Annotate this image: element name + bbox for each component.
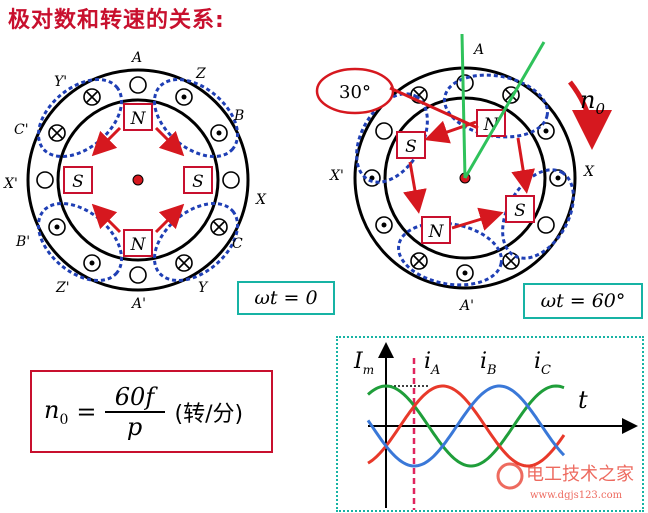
formula-denominator: p (126, 412, 143, 441)
left-motor-diagram: N N S S A Z B X C Y A' Z' B' X' C' Y' (3, 50, 267, 312)
pole-left-low-label-right: N (428, 222, 445, 242)
rotation-arrow (568, 80, 612, 150)
pole-left-label: S (72, 172, 84, 192)
cross-markers (50, 90, 226, 270)
slide-title: 极对数和转速的关系: (8, 8, 225, 33)
series-label-b: iB (480, 349, 497, 378)
wave-i-c (366, 384, 566, 468)
center-dot (132, 174, 144, 186)
label-Y: Y (198, 280, 209, 296)
pole-top-label-right: N (483, 115, 500, 135)
angle-label: 30° (339, 82, 371, 103)
pole-right-label: S (192, 172, 204, 192)
watermark: 电工技术之家 www.dgjs123.com (496, 462, 634, 501)
t-axis-label: t (578, 386, 588, 414)
right-motor-diagram: N S S N 30° n0 A X X' A' (315, 33, 612, 314)
pole-right-low-label-right: S (514, 201, 526, 221)
stator-outer-ring (26, 68, 250, 292)
label-C-prime: C' (14, 122, 29, 138)
label-B: B (233, 108, 244, 124)
formula-fraction: 60f p (104, 382, 165, 441)
formula-equals: = (76, 397, 97, 426)
formula-numerator: 60f (114, 382, 155, 411)
label-A-prime: A' (130, 296, 146, 312)
y-axis-label: Im (353, 349, 374, 377)
rotor-ring-right (383, 96, 547, 260)
label-X-prime: X' (3, 176, 18, 192)
label-Z-prime: Z' (55, 280, 70, 296)
waveform-plot: Im t iA iB iC 电工技术之家 www.dgjs123.com (353, 342, 638, 510)
watermark-logo (496, 462, 524, 490)
speed-formula-box: n0 = 60f p (转/分) (30, 370, 273, 453)
label-X-prime-right: X' (329, 168, 344, 184)
rotor-ring (56, 98, 220, 262)
right-caption-box: ωt = 60° (523, 283, 643, 319)
label-X-right: X (583, 164, 595, 180)
left-caption-box: ωt = 0 (237, 281, 335, 315)
label-Z: Z (195, 66, 206, 82)
stator-outer-ring-right (353, 66, 577, 290)
right-caption: ωt = 60° (540, 290, 626, 312)
label-A: A (130, 50, 142, 66)
watermark-text: 电工技术之家 (526, 464, 634, 485)
left-caption: ωt = 0 (254, 287, 318, 309)
label-C: C (232, 236, 243, 252)
watermark-url: www.dgjs123.com (530, 490, 623, 501)
pole-bottom-label: N (130, 235, 147, 255)
label-B-prime: B' (15, 234, 30, 250)
speed-symbol: n0 (580, 86, 605, 118)
pole-boxes (63, 103, 213, 257)
formula-unit: (转/分) (174, 401, 244, 427)
label-A-right: A (472, 42, 484, 58)
formula-lhs: n0 (44, 395, 69, 428)
label-X: X (255, 192, 267, 208)
waveform-frame (336, 336, 644, 512)
pole-left-top-label-right: S (405, 137, 417, 157)
axis-lines (460, 33, 546, 179)
dot-markers (54, 94, 222, 266)
pole-top-label: N (130, 109, 147, 129)
field-arrows (91, 126, 185, 234)
label-A-prime-right: A' (458, 298, 474, 314)
fraction-bar (104, 410, 165, 413)
angle-pointer (389, 86, 479, 130)
label-Y-prime: Y' (54, 74, 67, 90)
series-label-a: iA (424, 349, 440, 378)
pole-boxes-right (396, 109, 535, 244)
wave-i-b (367, 384, 566, 468)
series-label-c: iC (534, 349, 551, 378)
wave-i-a (367, 384, 565, 468)
dot-markers-right (369, 128, 561, 276)
